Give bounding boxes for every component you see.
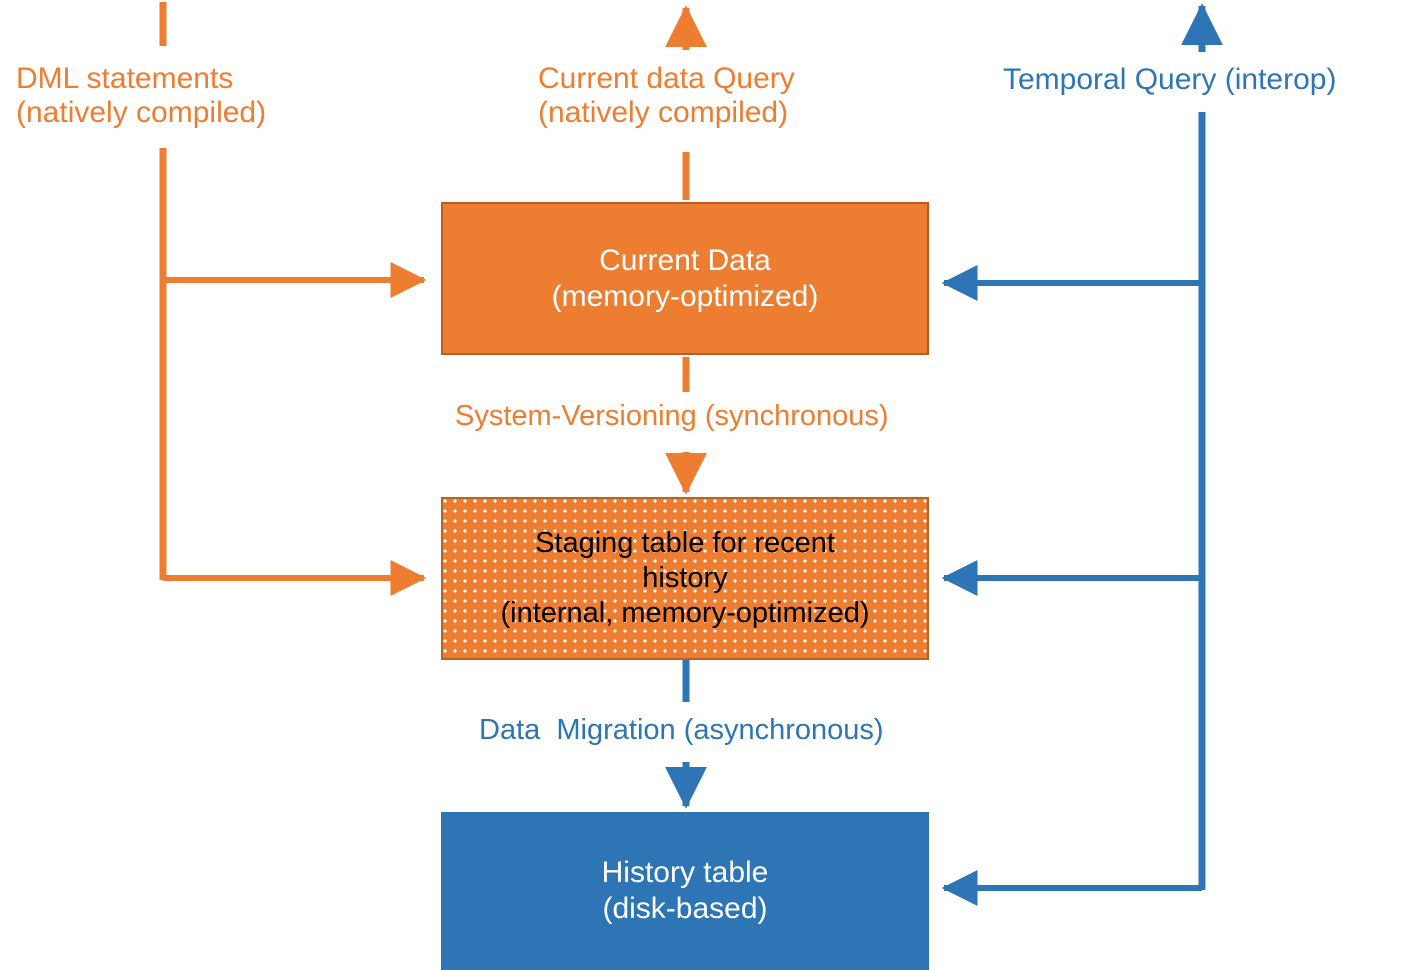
label-temporal-query: Temporal Query (interop) bbox=[1003, 63, 1337, 96]
label-current-data-query: Current data Query (natively compiled) bbox=[538, 62, 795, 129]
label-dml-statements: DML statements (natively compiled) bbox=[16, 62, 267, 129]
node-current-data[interactable]: Current Data (memory-optimized) bbox=[441, 202, 929, 355]
label-data-migration: Data Migration (asynchronous) bbox=[479, 714, 884, 746]
node-history-table[interactable]: History table (disk-based) bbox=[441, 812, 929, 970]
node-staging-table[interactable]: Staging table for recent history (intern… bbox=[441, 497, 929, 660]
label-system-versioning: System-Versioning (synchronous) bbox=[455, 400, 889, 432]
